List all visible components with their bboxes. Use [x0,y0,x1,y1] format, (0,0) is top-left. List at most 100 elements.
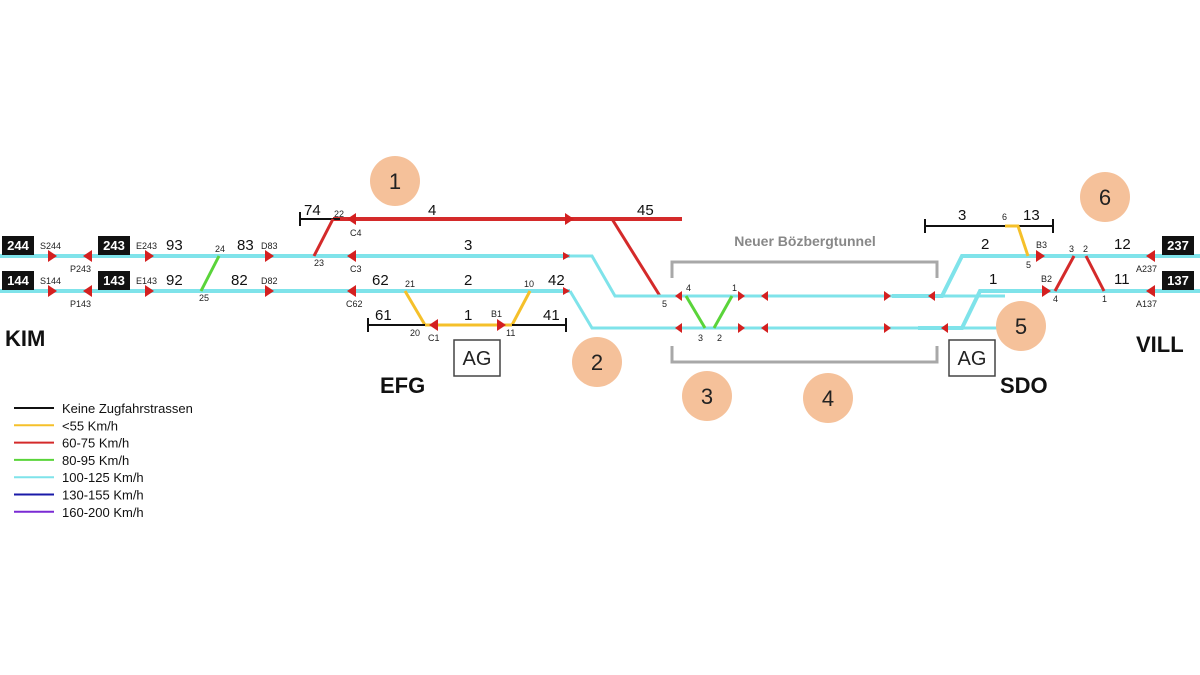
ag-box-left: AG [463,348,492,370]
signal-s244 [48,250,57,262]
switch-22: 22 [334,209,344,219]
signal-track2-end [563,287,570,295]
station-kim: KIM [5,326,45,351]
legend-label-lt55: <55 Km/h [62,418,118,433]
signal-e143 [145,285,154,297]
signal-e243 [145,250,154,262]
crossover-4-3 [684,295,707,329]
track-number-1: 1 [464,307,472,324]
legend-label-s60_75: 60-75 Km/h [62,436,129,451]
track-number-74: 74 [304,202,321,219]
legend-label-s80_95: 80-95 Km/h [62,453,129,468]
label-b3: B3 [1036,240,1047,250]
track-45-descent [610,218,662,297]
signal-d83 [265,250,274,262]
label-c1: C1 [428,333,440,343]
switch-4-sdo: 4 [1053,294,1058,304]
label-e143: E143 [136,276,157,286]
circle-2: 2 [591,350,603,375]
switch-10-11 [510,290,532,326]
tunnel-top-bracket [670,260,939,278]
switch-6-sdo: 6 [1002,212,1007,222]
crossover-2-1 [1084,255,1106,292]
switch-10: 10 [524,279,534,289]
legend: Keine Zugfahrstrassen <55 Km/h 60-75 Km/h 8… [14,401,193,520]
track-number-82: 82 [231,272,248,289]
label-b2: B2 [1041,274,1052,284]
signal-tunnel-w1 [675,291,682,301]
switch-1-tunnel: 1 [732,283,737,293]
label-c4: C4 [350,228,362,238]
signal-a137 [1146,285,1155,297]
tag-143: 143 [103,273,125,288]
track-tags: 244 243 144 143 237 137 [2,236,1194,290]
track-number-62: 62 [372,272,389,289]
tunnel-bottom-bracket [670,346,939,364]
signal-c3 [347,250,356,262]
switch-4-tunnel: 4 [686,283,691,293]
circle-6-shape [1080,172,1130,222]
signal-tunnel-f1 [761,291,768,301]
crossover-24-25 [199,255,221,292]
signal-c62 [347,285,356,297]
station-vill: VILL [1136,332,1184,357]
signal-p143 [83,285,92,297]
signal-tunnel-g2 [884,323,891,333]
circle-5: 5 [1015,314,1027,339]
circle-1: 1 [389,169,401,194]
switch-23: 23 [314,258,324,268]
switch-11: 11 [506,328,515,338]
signals [48,213,1155,333]
switch-2-tunnel: 2 [717,333,722,343]
label-p143: P143 [70,299,91,309]
track-upper-sdo [892,254,1200,298]
legend-label-none: Keine Zugfahrstrassen [62,401,193,416]
signal-track3-end [563,252,570,260]
label-c3: C3 [350,264,362,274]
legend-label-s100_125: 100-125 Km/h [62,470,144,485]
label-e243: E243 [136,241,157,251]
track-number-93: 93 [166,237,183,254]
switch-21: 21 [405,279,415,289]
track-number-sdo-1: 1 [989,271,997,288]
tag-244: 244 [7,238,29,253]
station-sdo: SDO [1000,373,1048,398]
track-number-83: 83 [237,237,254,254]
track-number-45: 45 [637,202,654,219]
crossover-1-2 [712,295,734,329]
signal-tunnel-e2 [738,323,745,333]
signal-a237 [1146,250,1155,262]
track-number-sdo-3: 3 [958,207,966,224]
signal-tunnel-f2 [761,323,768,333]
ag-box-right: AG [958,348,987,370]
label-a137: A137 [1136,299,1157,309]
track-lower-sdo [918,289,1200,330]
track-number-4: 4 [428,202,436,219]
signal-tunnel-e1 [738,291,745,301]
track-number-sdo-13: 13 [1023,207,1040,224]
switch-25: 25 [199,293,209,303]
tag-237: 237 [1167,238,1189,253]
switch-2-sdo: 2 [1083,244,1088,254]
signal-s144 [48,285,57,297]
track-number-sdo-2: 2 [981,236,989,253]
track-number-42: 42 [548,272,565,289]
circle-3: 3 [701,384,713,409]
track-number-61: 61 [375,307,392,324]
signal-p243 [83,250,92,262]
signal-labels: S244 P243 E243 D83 S144 P143 E143 D82 C4… [40,228,1157,343]
switch-numbers: 24 25 22 23 21 20 10 11 5 4 1 3 2 6 5 3 … [199,209,1107,343]
label-c62: C62 [346,299,363,309]
tunnel-label: Neuer Bözbergtunnel [734,233,876,249]
circle-2-shape [572,337,622,387]
label-a237: A237 [1136,264,1157,274]
signal-b2 [1042,285,1051,297]
circle-1-shape [370,156,420,206]
track-number-92: 92 [166,272,183,289]
label-p243: P243 [70,264,91,274]
circle-5-shape [996,301,1046,351]
switch-24: 24 [215,244,225,254]
switch-22-23 [312,218,335,257]
signal-c4 [347,213,356,225]
